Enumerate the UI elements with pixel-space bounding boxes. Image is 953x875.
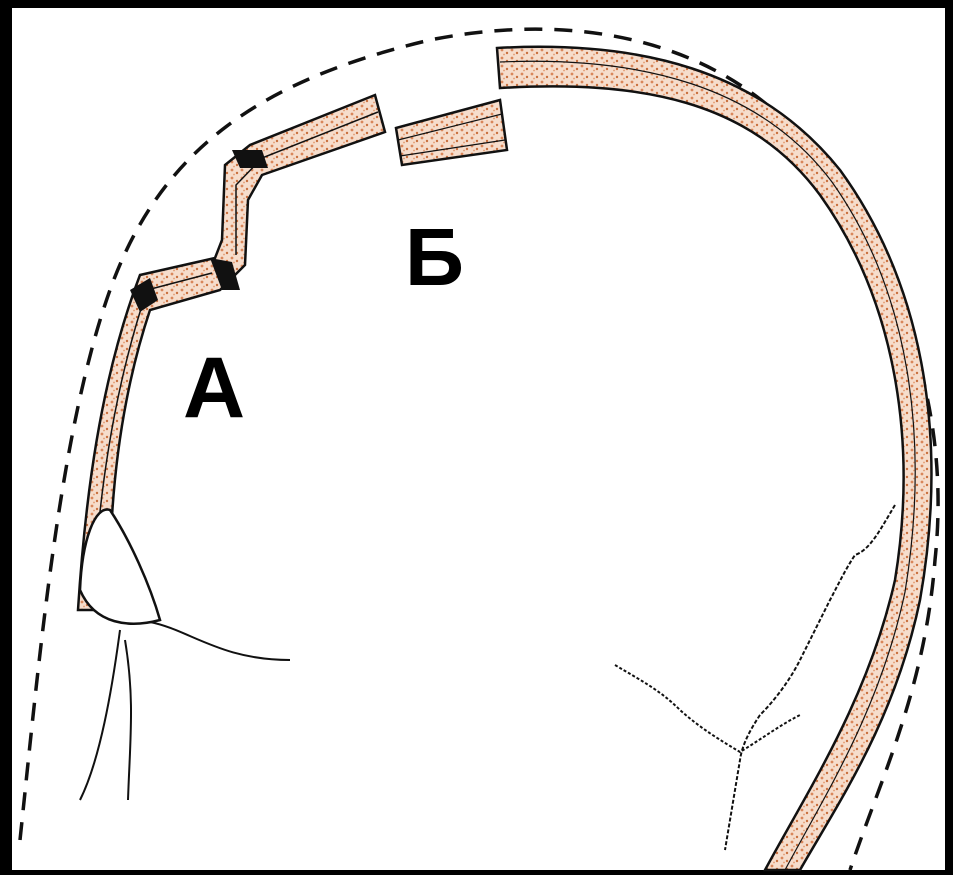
label-b: Б bbox=[405, 212, 464, 303]
label-a: А bbox=[183, 340, 245, 436]
